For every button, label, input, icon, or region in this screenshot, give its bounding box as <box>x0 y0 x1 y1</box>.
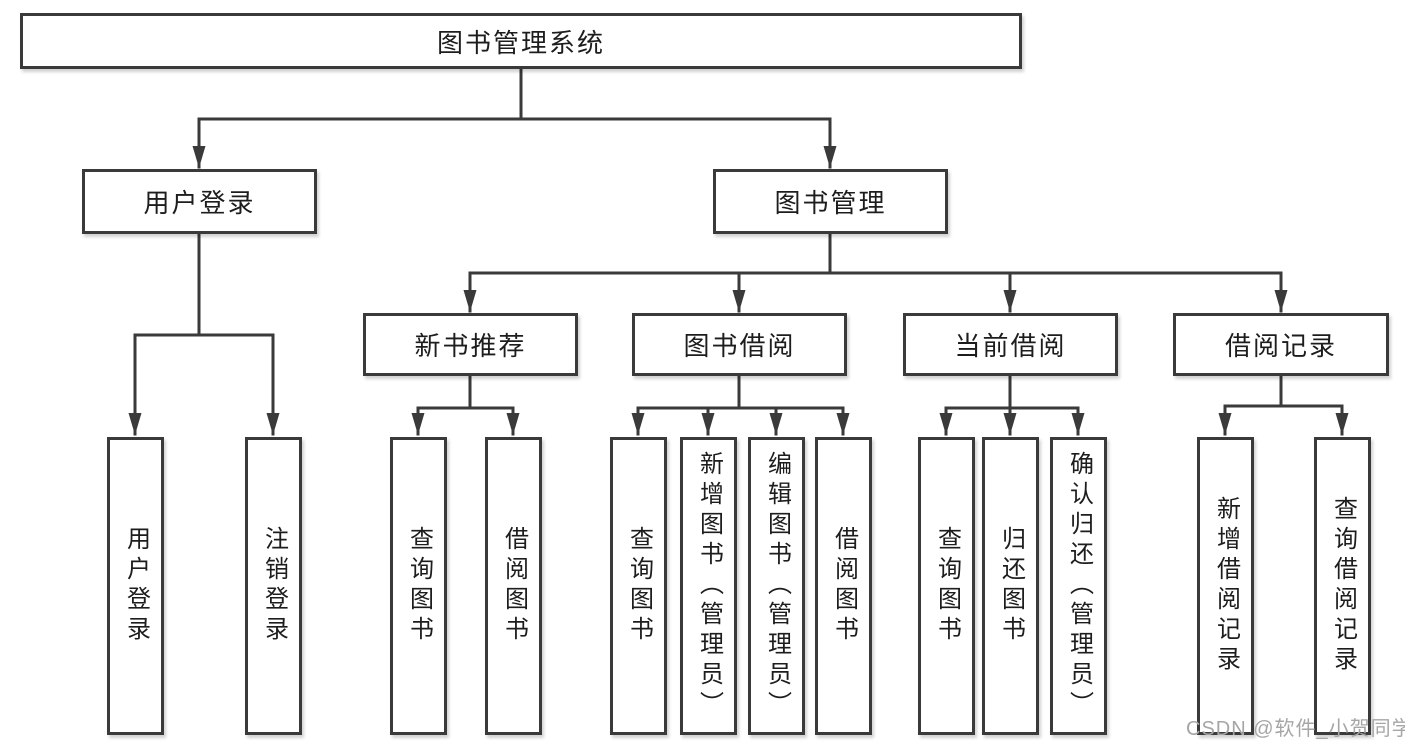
leaf-query-book: 查询图书 <box>610 437 667 735</box>
leaf-borrow-book-recommend-label: 借阅图书 <box>500 526 528 646</box>
leaf-edit-book-admin-label: 编辑图书（管理员） <box>763 451 791 721</box>
leaf-query-borrow-record-label: 查询借阅记录 <box>1329 496 1357 676</box>
node-borrow-records: 借阅记录 <box>1173 313 1389 376</box>
leaf-query-book-recommend: 查询图书 <box>390 437 447 735</box>
leaf-borrow-book-recommend: 借阅图书 <box>485 437 542 735</box>
node-book-management: 图书管理 <box>713 169 948 234</box>
node-book-borrow: 图书借阅 <box>632 313 847 376</box>
csdn-watermark: CSDN @软件_小贺同学 <box>1186 718 1405 740</box>
leaf-logout: 注销登录 <box>245 437 302 735</box>
leaf-query-book-label: 查询图书 <box>625 526 653 646</box>
node-library-system: 图书管理系统 <box>20 13 1022 69</box>
leaf-return-book: 归还图书 <box>982 437 1039 735</box>
node-user-login: 用户登录 <box>82 169 317 234</box>
leaf-query-book-recommend-label: 查询图书 <box>405 526 433 646</box>
leaf-logout-label: 注销登录 <box>260 526 288 646</box>
leaf-add-borrow-record: 新增借阅记录 <box>1197 437 1254 735</box>
leaf-add-book-admin-label: 新增图书（管理员） <box>695 451 723 721</box>
leaf-query-borrow-record: 查询借阅记录 <box>1314 437 1371 735</box>
leaf-confirm-return-admin-label: 确认归还（管理员） <box>1065 451 1093 721</box>
node-new-book-recommend: 新书推荐 <box>363 313 578 376</box>
leaf-add-book-admin: 新增图书（管理员） <box>680 437 737 735</box>
leaf-borrow-book-label: 借阅图书 <box>830 526 858 646</box>
leaf-add-borrow-record-label: 新增借阅记录 <box>1212 496 1240 676</box>
leaf-user-login: 用户登录 <box>107 437 164 735</box>
leaf-borrow-book: 借阅图书 <box>815 437 872 735</box>
leaf-edit-book-admin: 编辑图书（管理员） <box>748 437 805 735</box>
leaf-confirm-return-admin: 确认归还（管理员） <box>1050 437 1107 735</box>
leaf-query-current-borrow-label: 查询图书 <box>933 526 961 646</box>
leaf-return-book-label: 归还图书 <box>997 526 1025 646</box>
node-current-borrow: 当前借阅 <box>903 313 1118 376</box>
leaf-query-current-borrow: 查询图书 <box>918 437 975 735</box>
leaf-user-login-label: 用户登录 <box>122 526 150 646</box>
